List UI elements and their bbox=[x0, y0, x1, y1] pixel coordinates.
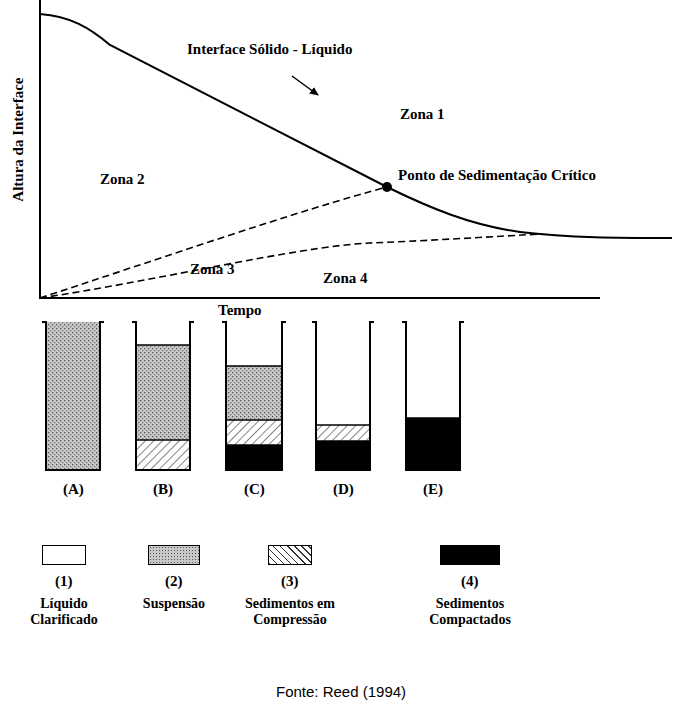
cylinders bbox=[42, 322, 464, 470]
cylinder-layer bbox=[46, 322, 100, 470]
legend-text: Sedimentos Compactados bbox=[415, 596, 525, 628]
legend-text: Sedimentos em Compressão bbox=[235, 596, 345, 628]
cylinder-layer bbox=[136, 345, 190, 440]
zone3-boundary bbox=[40, 187, 387, 298]
interface-curve bbox=[40, 14, 672, 238]
zone-label: Zona 2 bbox=[100, 171, 145, 188]
point-label: Ponto de Sedimentação Crítico bbox=[398, 167, 596, 184]
callout-number: (4) bbox=[461, 573, 479, 590]
cylinder-layer bbox=[226, 420, 282, 445]
cylinder-outline bbox=[42, 322, 104, 470]
curve-label: Interface Sólido - Líquido bbox=[187, 41, 352, 58]
cylinder-label: (D) bbox=[333, 481, 354, 498]
critical-point bbox=[382, 182, 392, 192]
cylinder-layer bbox=[226, 366, 282, 420]
cylinder-outline bbox=[312, 322, 374, 470]
cylinder-label: (A) bbox=[63, 481, 84, 498]
cylinder-label: (C) bbox=[244, 481, 265, 498]
callout-number: (3) bbox=[281, 573, 299, 590]
cylinder-layer bbox=[316, 441, 370, 470]
layer-boundary bbox=[316, 424, 370, 426]
cylinder-layer bbox=[406, 418, 460, 470]
layer-boundary bbox=[226, 444, 282, 446]
axes bbox=[40, 0, 600, 298]
chart bbox=[40, 0, 672, 298]
cylinder-label: (E) bbox=[423, 481, 443, 498]
legend-swatch bbox=[42, 545, 86, 565]
axis-label: Tempo bbox=[218, 302, 262, 319]
legend-text: Líquido Clarificado bbox=[9, 596, 119, 628]
direction-arrow bbox=[292, 76, 318, 95]
cylinder-outline bbox=[132, 322, 194, 470]
legend-swatch bbox=[148, 545, 200, 565]
axis-label: Altura da Interface bbox=[10, 78, 27, 202]
cylinder-layer bbox=[136, 440, 190, 470]
layer-boundary bbox=[226, 419, 282, 421]
zone-label: Zona 4 bbox=[323, 270, 368, 287]
callout-number: (2) bbox=[165, 573, 183, 590]
cylinder-outline bbox=[222, 322, 286, 470]
zone-label: Zona 1 bbox=[400, 106, 445, 123]
legend-text: Suspensão bbox=[119, 596, 229, 612]
layer-boundary bbox=[316, 440, 370, 442]
legend-swatch bbox=[268, 545, 312, 565]
layer-boundary bbox=[136, 439, 190, 441]
cylinder-layer bbox=[316, 425, 370, 441]
cylinder-layer bbox=[226, 445, 282, 470]
zone-label: Zona 3 bbox=[190, 261, 235, 278]
zone4-boundary bbox=[40, 234, 540, 298]
cylinder-label: (B) bbox=[153, 481, 173, 498]
layer-boundary bbox=[226, 365, 282, 367]
callout-number: (1) bbox=[55, 573, 73, 590]
cylinder-layer bbox=[316, 322, 370, 425]
source-caption: Fonte: Reed (1994) bbox=[276, 683, 406, 700]
layer-boundary bbox=[406, 417, 460, 419]
legend-swatch bbox=[440, 545, 500, 565]
cylinder-layer bbox=[136, 322, 190, 345]
cylinder-layer bbox=[406, 322, 460, 418]
layer-boundary bbox=[136, 344, 190, 346]
cylinder-layer bbox=[226, 322, 282, 366]
cylinder-outline bbox=[402, 322, 464, 470]
